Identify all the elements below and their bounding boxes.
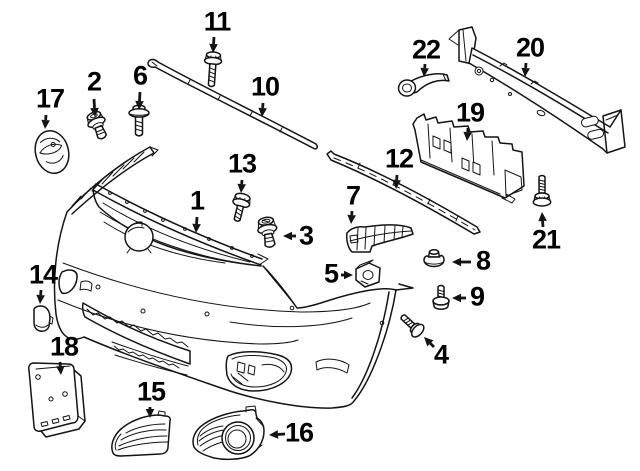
callout-arrow-13 [237,179,246,193]
callout-arrow-4 [424,337,435,348]
callout-9[interactable]: 9 [469,281,485,312]
part-fog-bezel-16 [192,405,265,461]
callout-3[interactable]: 3 [298,220,314,251]
part-bolt-11 [203,51,223,88]
part-bolt-13 [232,192,251,222]
part-screw-6 [128,104,150,137]
part-absorber-19 [412,113,525,204]
callout-arrow-3 [283,231,296,241]
part-bumper-cover [53,146,414,409]
callout-arrow-15 [145,407,155,418]
part-push-clip-3 [257,216,278,248]
callout-19[interactable]: 19 [455,97,485,128]
callout-arrow-12 [392,174,401,189]
part-retainer-12 [326,150,481,235]
callout-17[interactable]: 17 [35,83,65,114]
part-hole-cover-14 [33,305,54,332]
callout-2[interactable]: 2 [86,66,102,97]
flange-bolt-holes [108,191,254,258]
part-push-clip-2 [86,110,108,140]
callout-7[interactable]: 7 [345,180,361,211]
callout-11[interactable]: 11 [203,6,232,37]
callout-arrow-2 [90,98,99,117]
callout-13[interactable]: 13 [227,148,257,179]
part-molding-strip-10 [147,58,318,150]
emblem-mount [124,221,154,254]
callout-22[interactable]: 22 [411,34,441,65]
part-screw-9 [432,284,450,310]
part-side-bracket-7 [346,224,414,253]
callout-arrow-7 [347,210,356,224]
callout-arrow-8 [452,257,471,267]
callout-10[interactable]: 10 [250,71,280,102]
fog-pocket [225,351,293,392]
callout-arrow-20 [521,62,530,77]
callout-arrow-1 [192,216,201,233]
callout-1[interactable]: 1 [189,185,205,216]
part-emblem-17 [34,130,70,174]
callout-8[interactable]: 8 [475,245,491,276]
part-hook-bracket-22 [397,73,450,97]
callout-15[interactable]: 15 [136,376,166,407]
callout-arrow-9 [452,293,466,303]
callout-arrow-11 [209,36,218,53]
callout-arrow-6 [135,91,144,110]
callout-arrow-22 [420,63,429,77]
part-fog-cover-15 [111,410,171,457]
callout-arrow-14 [36,289,45,304]
callout-arrow-21 [538,212,547,228]
callout-5[interactable]: 5 [323,258,339,289]
callout-4[interactable]: 4 [433,339,449,370]
callout-arrow-18 [56,361,65,375]
part-retainer-clip-5 [355,259,381,288]
callout-6[interactable]: 6 [132,60,148,91]
callout-20[interactable]: 20 [515,32,545,63]
callout-arrow-17 [41,114,50,129]
callout-arrow-5 [341,270,353,280]
part-bolt-4 [400,314,425,338]
part-bolt-21 [532,174,552,207]
part-reinforcement-20 [448,26,626,154]
callout-arrow-10 [258,102,267,117]
callout-16[interactable]: 16 [284,417,314,448]
callout-14[interactable]: 14 [28,259,58,290]
callout-18[interactable]: 18 [49,331,79,362]
callout-arrow-19 [463,127,472,141]
callout-12[interactable]: 12 [384,143,414,174]
callout-arrow-16 [269,430,286,439]
callout-arrows [36,36,547,439]
part-grommet-8 [423,249,445,268]
callout-21[interactable]: 21 [531,224,561,255]
sensor-holes [95,284,295,317]
part-license-bracket-18 [28,362,86,438]
